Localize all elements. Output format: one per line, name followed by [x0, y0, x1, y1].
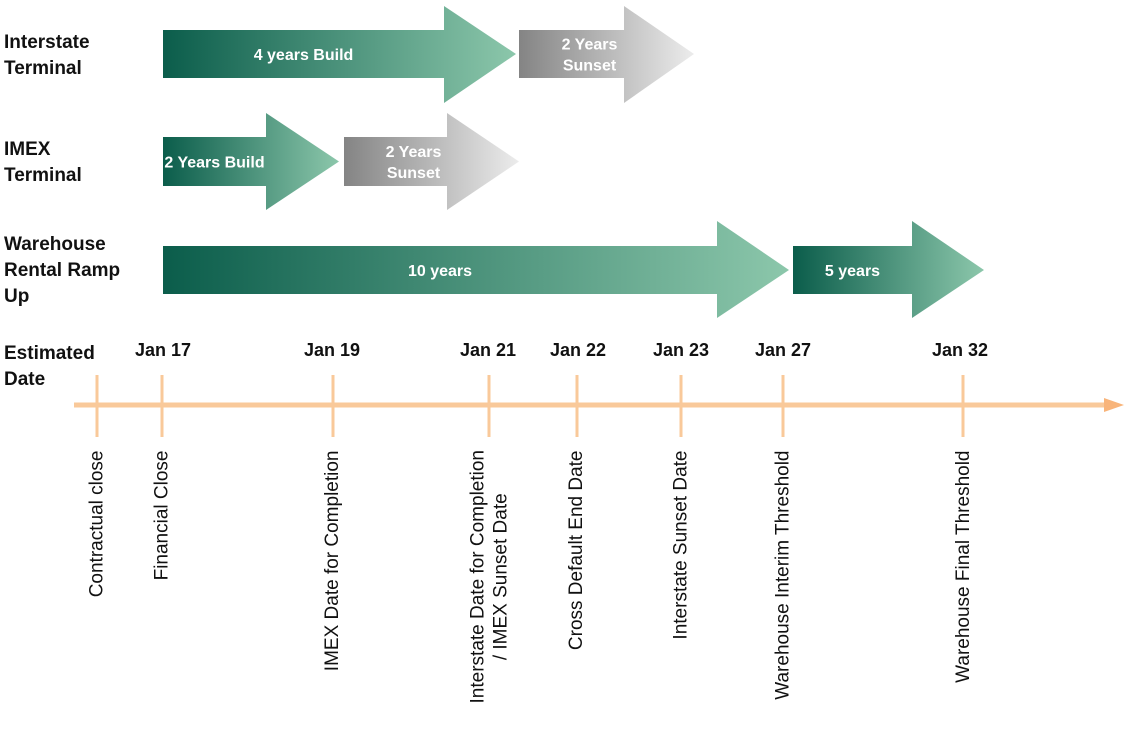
interstate-sunset-label: Sunset	[563, 58, 617, 75]
date-label: Jan 17	[134, 340, 192, 360]
interstate-build-arrow	[163, 6, 516, 103]
warehouse-ramp-label: 10 years	[408, 263, 472, 280]
interstate-build-label: 4 years Build	[254, 47, 354, 64]
imex-build-arrow	[163, 113, 339, 210]
imex-sunset-label: Sunset	[387, 165, 441, 182]
milestone-line: Cross Default End Date	[566, 450, 588, 650]
row-label-interstate-terminal: Interstate Terminal	[4, 32, 90, 79]
timeline-arrowhead	[1104, 398, 1124, 412]
row-label-imex-terminal: IMEX Terminal	[4, 139, 82, 186]
milestone-line: Interstate Sunset Date	[670, 450, 692, 640]
imex-build-label: 2 Years Build	[164, 155, 264, 172]
timeline-axis	[74, 375, 1124, 437]
date-label: Jan 22	[549, 340, 607, 360]
warehouse-final-label: 5 years	[825, 263, 880, 280]
date-label: Jan 27	[754, 340, 812, 360]
warehouse-final-arrow	[793, 221, 984, 318]
milestone-line: / IMEX Sunset Date	[490, 493, 511, 661]
row-label-warehouse-rental: Warehouse Rental Ramp Up	[4, 234, 121, 307]
date-label: Jan 23	[652, 340, 710, 360]
date-label: Jan 32	[931, 340, 989, 360]
interstate-sunset-arrow	[519, 6, 694, 103]
milestone-line: Interstate Date for Completion	[467, 450, 488, 704]
milestone-line: IMEX Date for Completion	[322, 450, 344, 671]
imex-sunset-label: 2 Years	[386, 144, 442, 161]
milestone-line: Financial Close	[151, 450, 173, 580]
milestone-line: Contractual close	[86, 450, 108, 597]
milestone-line: Warehouse Interim Threshold	[772, 450, 794, 700]
estimated-date-label: Estimated Date	[4, 343, 95, 390]
date-label: Jan 19	[303, 340, 361, 360]
imex-sunset-arrow	[344, 113, 519, 210]
warehouse-ramp-arrow	[163, 221, 789, 318]
date-label: Jan 21	[459, 340, 517, 360]
interstate-sunset-label: 2 Years	[562, 37, 618, 54]
milestone-line: Warehouse Final Threshold	[952, 450, 974, 683]
